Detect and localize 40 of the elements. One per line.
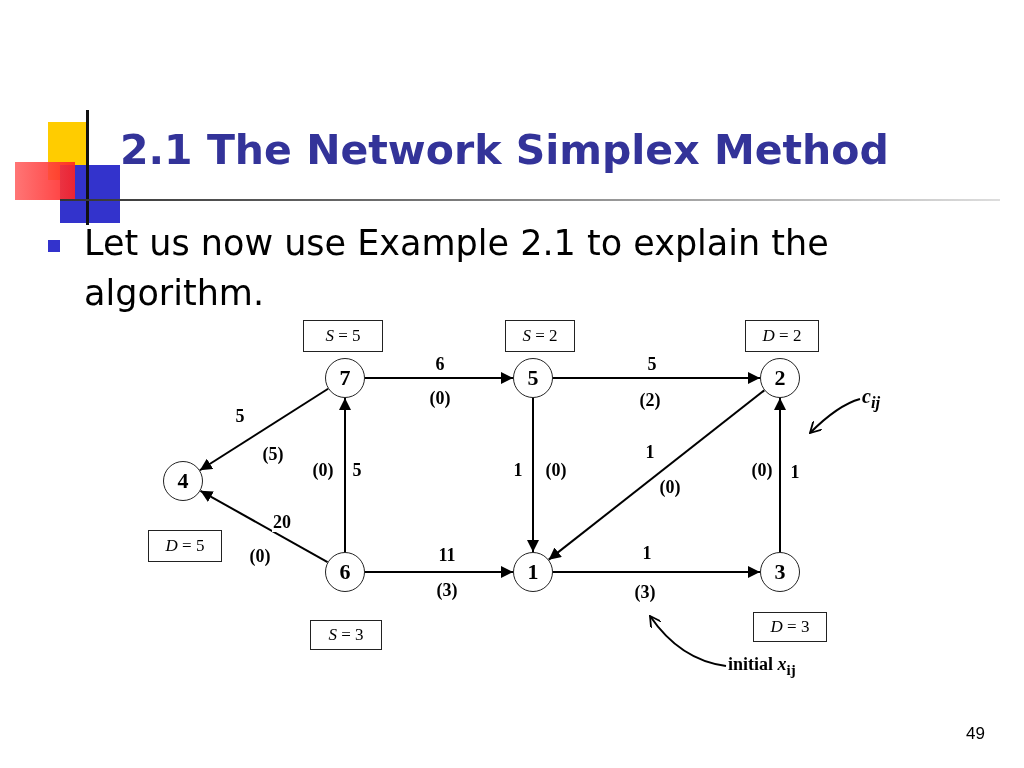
arrow <box>198 387 330 472</box>
node-circle: 6 <box>325 552 365 592</box>
flow-label: (0) <box>428 388 452 408</box>
arrow <box>774 397 786 553</box>
callout-text: initial x$_{ij}$ <box>728 652 823 680</box>
bullet-text: Let us now use Example 2.1 to explain the algorithm. <box>84 222 830 315</box>
arrow <box>527 397 539 553</box>
arrow <box>552 566 761 578</box>
callout-text: c$_{ij}$ <box>862 384 896 414</box>
value-box: S = 2 <box>505 320 575 352</box>
flow-label: (0) <box>248 546 272 566</box>
arrow <box>364 566 514 578</box>
node-circle: 7 <box>325 358 365 398</box>
slide-title: 2.1 The Network Simplex Method <box>120 126 889 174</box>
node-circle: 2 <box>760 358 800 398</box>
page-number: 49 <box>966 724 985 744</box>
flow-label: (0) <box>544 460 568 480</box>
flow-label: (2) <box>638 390 662 410</box>
node-circle: 5 <box>513 358 553 398</box>
arrow <box>199 489 329 564</box>
arrow <box>552 372 761 384</box>
value-box: S = 3 <box>310 620 382 650</box>
flow-label: (0) <box>311 460 335 480</box>
node-circle: 3 <box>760 552 800 592</box>
flow-label: (3) <box>435 580 459 600</box>
flow-label: (0) <box>658 477 682 497</box>
value-box: D = 2 <box>745 320 819 352</box>
node-circle: 4 <box>163 461 203 501</box>
flow-label: (5) <box>261 444 285 464</box>
arrow <box>339 397 351 553</box>
flow-label: (0) <box>750 460 774 480</box>
value-box: S = 5 <box>303 320 383 352</box>
leader-line <box>649 615 727 667</box>
arrow <box>364 372 514 384</box>
value-box: D = 3 <box>753 612 827 642</box>
arrow <box>547 389 766 561</box>
node-circle: 1 <box>513 552 553 592</box>
leader-line <box>809 398 861 434</box>
edge-label: 20 <box>272 512 292 532</box>
value-box: D = 5 <box>148 530 222 562</box>
